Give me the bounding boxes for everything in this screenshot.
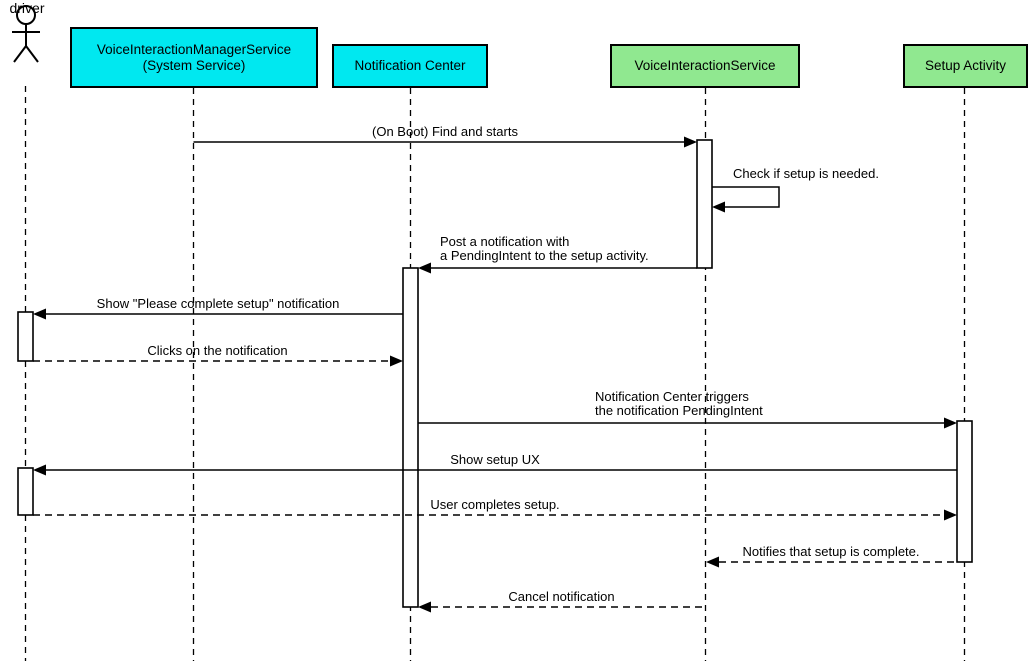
message-label-user-completes-setup: User completes setup.	[430, 497, 560, 512]
arrowhead-left-icon	[33, 464, 46, 476]
participant-setup-activity: Setup Activity	[903, 44, 1028, 88]
message-label-show-setup-notification: Show "Please complete setup" notificatio…	[96, 296, 340, 311]
actor-label: driver	[9, 0, 45, 16]
arrowhead-left-icon	[712, 201, 725, 213]
message-label-clicks-notification: Clicks on the notification	[147, 343, 288, 358]
arrowhead-left-icon	[418, 262, 431, 274]
arrowhead-left-icon	[418, 601, 431, 613]
arrowhead-left-icon	[706, 556, 719, 568]
message-label-cancel-notification: Cancel notification	[508, 589, 615, 604]
participant-notification-center: Notification Center	[332, 44, 488, 88]
actor-icon	[12, 5, 40, 63]
activation-setup-activity	[956, 420, 973, 563]
message-label-on-boot-find-and-starts: (On Boot) Find and starts	[372, 124, 518, 139]
participant-voice-interaction-manager-service: VoiceInteractionManagerService (System S…	[70, 27, 318, 88]
arrowhead-left-icon	[33, 308, 46, 320]
activation-driver-1	[17, 311, 34, 362]
participant-voice-interaction-service: VoiceInteractionService	[610, 44, 800, 88]
arrowhead-right-icon	[944, 417, 957, 429]
message-label-show-setup-ux: Show setup UX	[450, 452, 540, 467]
message-label-post-notification: Post a notification with a PendingIntent…	[440, 234, 649, 263]
message-label-notifies-setup-complete: Notifies that setup is complete.	[742, 544, 920, 559]
activation-notification-center	[402, 267, 419, 608]
arrowhead-right-icon	[944, 509, 957, 521]
arrowhead-right-icon	[390, 355, 403, 367]
activation-voice-interaction-service	[696, 139, 713, 269]
message-label-trigger-pending-intent: Notification Center triggers the notific…	[595, 389, 763, 418]
message-label-check-if-setup-needed: Check if setup is needed.	[733, 166, 879, 181]
message-line-check-if-setup-needed	[712, 186, 780, 208]
arrowhead-right-icon	[684, 136, 697, 148]
activation-driver-2	[17, 467, 34, 516]
